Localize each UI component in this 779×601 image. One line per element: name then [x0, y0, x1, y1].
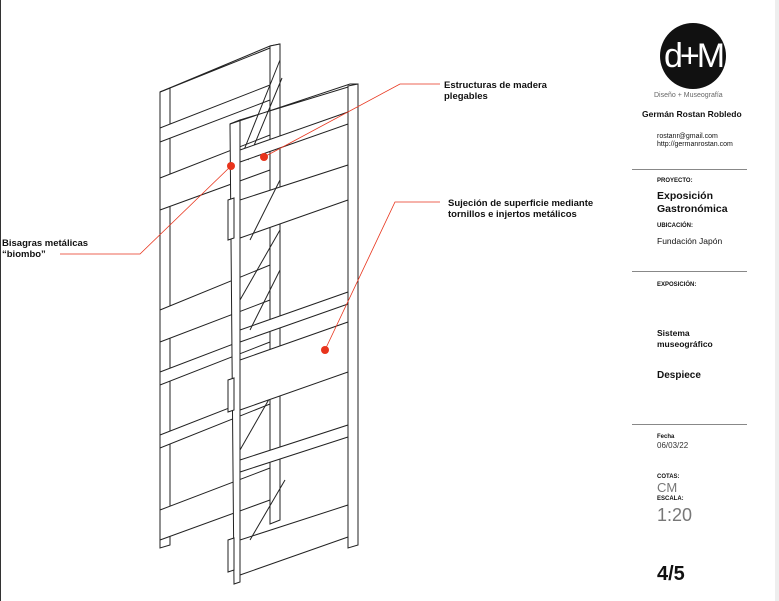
scale: 1:20	[657, 505, 693, 525]
author-name: Germán Rostan Robledo	[642, 109, 742, 119]
divider	[632, 271, 747, 272]
exhibition-name: Sistema museográfico	[657, 328, 713, 349]
annotation-hinges: Bisagras metálicas “biombo”	[2, 238, 89, 260]
location-label: UBICACIÓN:	[657, 223, 693, 229]
front-frame	[227, 83, 359, 585]
folding-panel-drawing	[60, 43, 440, 585]
units: CM	[657, 480, 678, 495]
annotation-dot	[260, 153, 268, 161]
leader-lines	[60, 83, 440, 351]
location: Fundación Japón	[657, 236, 723, 246]
date: 06/03/22	[657, 441, 689, 450]
divider	[632, 169, 747, 170]
website[interactable]: http://germanrostan.com	[657, 141, 733, 148]
date-label: Fecha	[657, 434, 675, 440]
annotation-surface-fastening: Sujeción de superficie mediante tornillo…	[448, 198, 594, 220]
divider	[632, 424, 747, 425]
exhibition-label: EXPOSICIÓN:	[657, 282, 697, 288]
sheet-title: Despiece	[657, 370, 701, 381]
units-label: COTAS:	[657, 474, 680, 480]
project-label: PROYECTO:	[657, 178, 693, 184]
back-frame	[159, 43, 283, 549]
page-number: 4/5	[657, 563, 685, 585]
page-edge	[775, 0, 779, 601]
logo: d+M	[660, 23, 726, 89]
annotation-folding-structures: Estructuras de madera plegables	[444, 80, 547, 102]
tagline: Diseño + Museografía	[654, 92, 723, 99]
project-name: Exposición Gastronómica	[657, 190, 728, 215]
email[interactable]: rostanr@gmail.com	[657, 133, 718, 140]
page-border	[0, 0, 1, 601]
annotation-dot	[321, 346, 329, 354]
annotation-dot	[227, 162, 235, 170]
scale-label: ESCALA:	[657, 496, 684, 502]
